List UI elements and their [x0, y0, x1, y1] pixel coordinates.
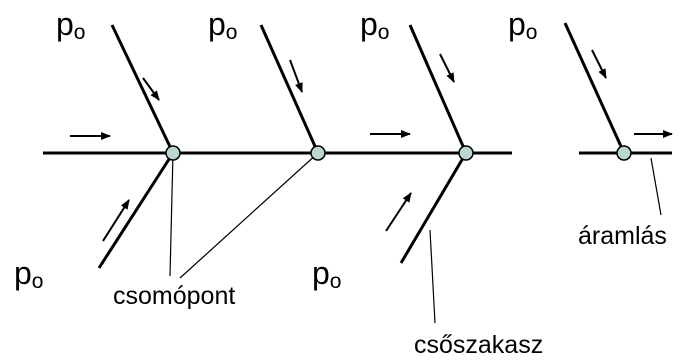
detail-branch-pipe	[563, 22, 626, 154]
flow-arrow	[289, 59, 303, 93]
pressure-label: po	[208, 6, 237, 44]
flow-arrow	[385, 192, 412, 232]
node-leader-line	[169, 152, 174, 277]
pressure-label: po	[508, 6, 537, 44]
pressure-label: po	[312, 255, 341, 293]
node-2	[310, 145, 326, 161]
detail-node	[616, 145, 632, 161]
pipe-leader-line	[429, 229, 436, 324]
node-3	[458, 145, 474, 161]
flow-arrow	[591, 49, 607, 79]
flow-arrow	[142, 77, 160, 101]
node-label: csomópont	[113, 282, 235, 310]
pipe-section-label: csőszakasz	[414, 331, 543, 359]
node-1	[165, 145, 181, 161]
node-leader-line	[179, 152, 319, 279]
flow-arrow	[102, 199, 130, 242]
branch-pipe-lower-3	[399, 152, 468, 264]
branch-pipe-upper-2	[259, 24, 320, 154]
branch-pipe-lower-1	[97, 152, 175, 269]
pressure-label: po	[360, 6, 389, 44]
flow-arrow	[439, 53, 455, 83]
flow-label: áramlás	[578, 222, 667, 250]
branch-pipe-upper-1	[110, 24, 175, 154]
branch-pipe-upper-3	[408, 24, 468, 154]
pressure-label: po	[56, 6, 85, 44]
flow-leader-line	[650, 157, 662, 216]
pressure-label: po	[14, 255, 43, 293]
